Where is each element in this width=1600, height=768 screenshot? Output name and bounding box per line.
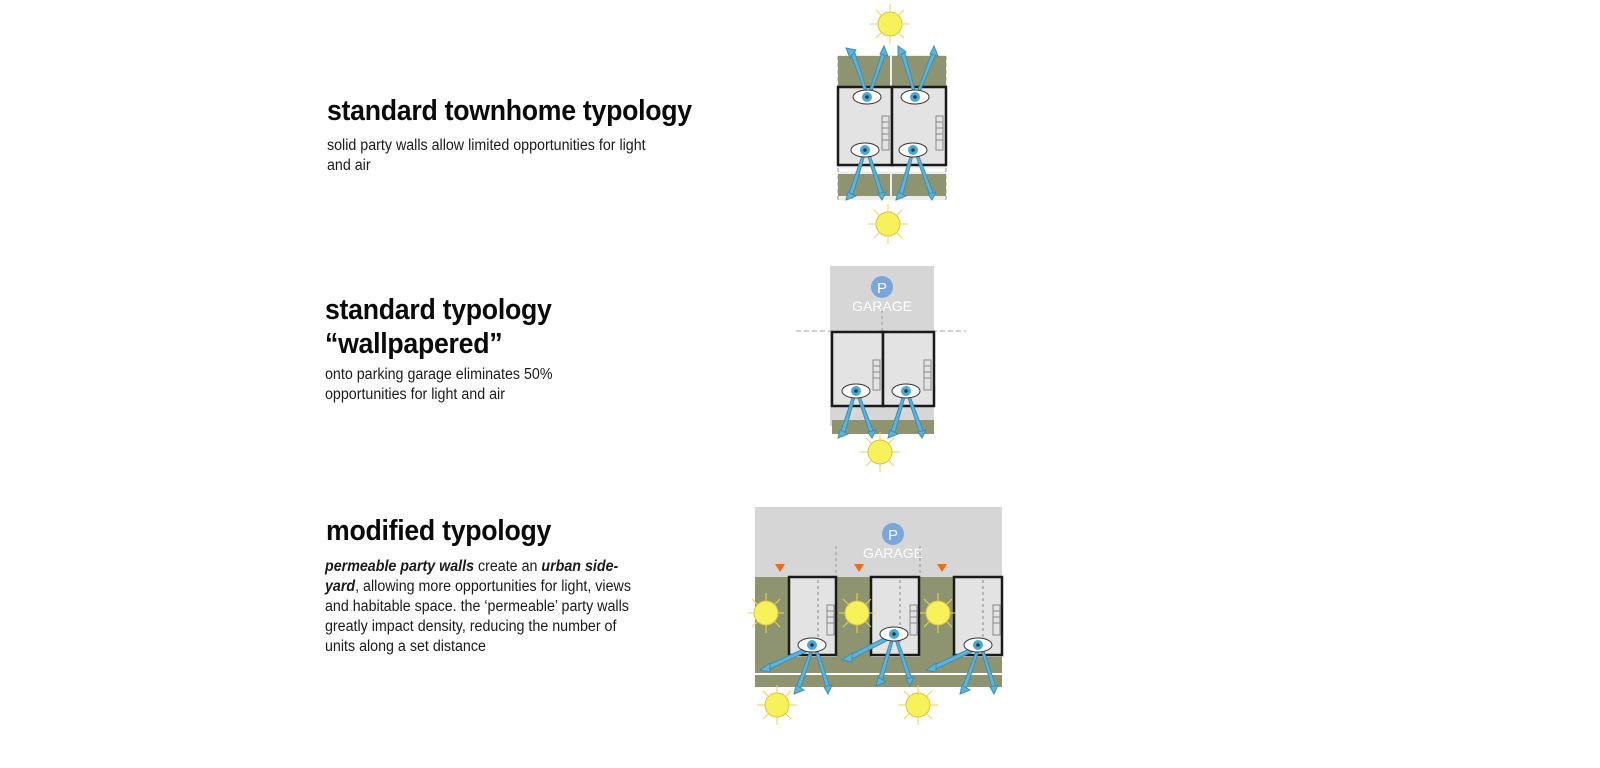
section-title-modified: modified typology bbox=[326, 515, 552, 547]
sun-icon bbox=[870, 4, 910, 44]
sun-icon bbox=[757, 685, 797, 725]
stair-icon bbox=[923, 359, 932, 391]
sun-icon bbox=[748, 593, 784, 633]
front-yard-vegetation bbox=[832, 420, 934, 434]
sun-icon bbox=[860, 432, 900, 472]
section-description-standard-townhome: solid party walls allow limited opportun… bbox=[327, 137, 646, 174]
sun-icon bbox=[920, 593, 956, 633]
section-description-wallpapered: onto parking garage eliminates 50% oppor… bbox=[325, 365, 601, 405]
arrow-icon bbox=[837, 390, 927, 439]
eye-icon bbox=[841, 383, 871, 399]
parking-symbol: P bbox=[888, 527, 898, 544]
sun-icon bbox=[898, 685, 938, 725]
arrow-icon bbox=[758, 633, 999, 696]
eye-icon bbox=[850, 142, 880, 158]
sun-icon bbox=[839, 593, 875, 633]
stair-icon bbox=[881, 115, 890, 151]
modified-plan-diagram: P GARAGE bbox=[748, 507, 1004, 725]
stair-icon bbox=[992, 604, 1001, 636]
title-line-2: “wallpapered” bbox=[325, 328, 503, 360]
entry-marker-icon bbox=[937, 564, 947, 572]
eye-icon bbox=[879, 626, 909, 642]
description-line-1: onto parking garage eliminates 50% bbox=[325, 366, 553, 383]
eye-icon bbox=[900, 89, 930, 105]
section-title-wallpapered: standard typology “wallpapered” bbox=[325, 293, 619, 361]
stair-icon bbox=[826, 604, 835, 636]
term-urban-side-yard: urban side-yard bbox=[325, 558, 619, 595]
entry-marker-icon bbox=[775, 564, 785, 572]
title-line-1: standard typology bbox=[325, 294, 552, 326]
eye-icon bbox=[898, 142, 928, 158]
garage-label: GARAGE bbox=[863, 545, 923, 561]
description-text-2: , allowing more opportunities for light,… bbox=[325, 578, 631, 655]
rear-yard-vegetation bbox=[892, 56, 946, 86]
townhome-plan-diagram bbox=[836, 4, 948, 244]
term-permeable-party-walls: permeable party walls bbox=[325, 558, 475, 575]
eye-icon bbox=[963, 637, 993, 653]
stair-icon bbox=[935, 115, 944, 151]
parking-badge bbox=[871, 276, 893, 298]
sun-icon bbox=[868, 204, 908, 244]
arrow-icon bbox=[845, 44, 939, 201]
parking-symbol: P bbox=[877, 280, 887, 297]
stair-icon bbox=[872, 359, 881, 391]
eye-icon bbox=[852, 89, 882, 105]
entry-marker-icon bbox=[854, 564, 864, 572]
parking-badge bbox=[882, 523, 904, 545]
description-line-2: opportunities for light and air bbox=[325, 386, 505, 403]
stair-icon bbox=[909, 604, 918, 636]
wallpapered-plan-diagram: P GARAGE bbox=[796, 266, 966, 472]
eye-icon bbox=[891, 383, 921, 399]
section-description-modified: permeable party walls create an urban si… bbox=[325, 557, 647, 657]
front-yard-vegetation bbox=[755, 657, 1002, 673]
eye-icon bbox=[797, 637, 827, 653]
garage-label: GARAGE bbox=[852, 298, 912, 314]
description-text-1: create an bbox=[474, 558, 542, 575]
section-title-standard-townhome: standard townhome typology bbox=[327, 95, 692, 127]
